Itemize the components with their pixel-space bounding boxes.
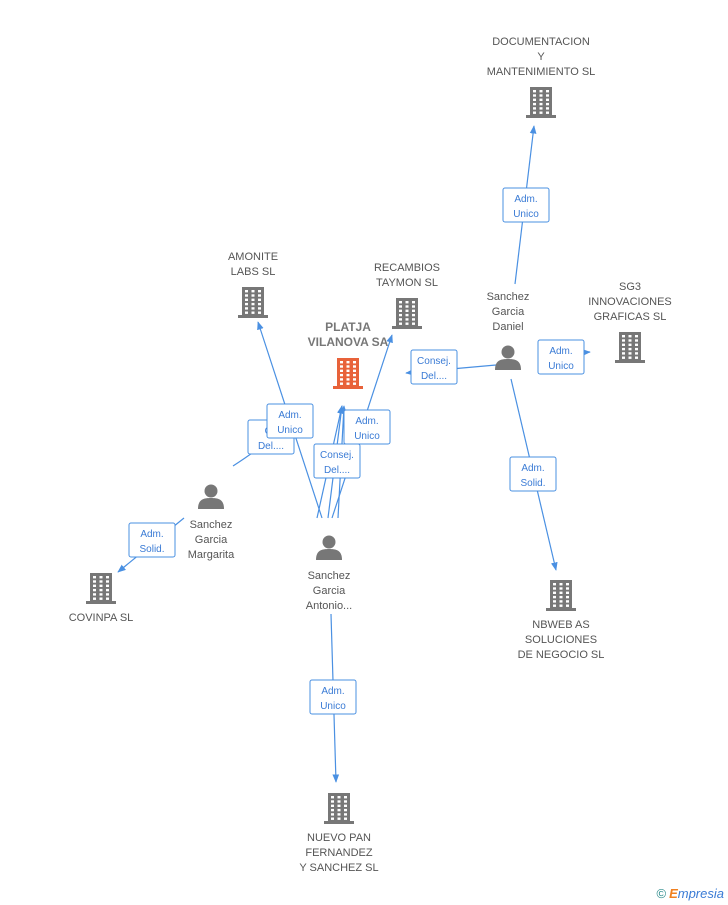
- relation-label-r1: Adm. Unico: [502, 187, 550, 223]
- person-label-antonio: Sanchez: [308, 570, 351, 582]
- company-label-platja: VILANOVA SA: [308, 335, 389, 349]
- company-label-amonite: LABS SL: [231, 266, 276, 278]
- copyright-icon: ©: [656, 886, 667, 901]
- relation-label-r7: Adm. Unico: [343, 409, 391, 445]
- company-label-platja: PLATJA: [325, 320, 371, 334]
- person-icon: [495, 345, 521, 370]
- company-label-documentacion: Y: [537, 51, 545, 63]
- company-label-nbweb: DE NEGOCIO SL: [518, 649, 605, 661]
- building-icon: [392, 298, 422, 329]
- company-label-sg3: INNOVACIONES: [588, 296, 672, 308]
- relation-text: Del....: [324, 465, 350, 476]
- relation-text: Unico: [548, 361, 574, 372]
- relation-text: Del....: [421, 371, 447, 382]
- company-label-amonite: AMONITE: [228, 251, 278, 263]
- relation-text: Adm.: [355, 416, 378, 427]
- building-icon: [615, 332, 645, 363]
- building-icon: [333, 358, 363, 389]
- person-label-margarita: Margarita: [188, 549, 235, 561]
- brand-name: mpresia: [677, 886, 724, 901]
- company-label-nuevopan: NUEVO PAN: [307, 832, 371, 844]
- building-icon: [526, 87, 556, 118]
- company-label-documentacion: DOCUMENTACION: [492, 36, 590, 48]
- company-label-recambios: RECAMBIOS: [374, 262, 440, 274]
- relation-label-r10: Adm. Unico: [309, 679, 357, 715]
- building-icon: [324, 793, 354, 824]
- person-label-daniel: Daniel: [492, 321, 523, 333]
- building-icon: [238, 287, 268, 318]
- company-label-documentacion: MANTENIMIENTO SL: [487, 66, 596, 78]
- company-label-covinpa: COVINPA SL: [69, 612, 134, 624]
- relation-text: Solid.: [520, 478, 545, 489]
- building-icon: [86, 573, 116, 604]
- relation-text: Unico: [277, 425, 303, 436]
- person-label-margarita: Sanchez: [190, 519, 233, 531]
- relation-labels: Adm.UnicoAdm.UnicoConsej.Del....Adm.Soli…: [128, 187, 585, 715]
- company-label-sg3: GRAFICAS SL: [594, 311, 667, 323]
- relation-text: Solid.: [139, 544, 164, 555]
- person-label-margarita: Garcia: [195, 534, 228, 546]
- person-label-daniel: Sanchez: [487, 291, 530, 303]
- relation-text: Unico: [354, 431, 380, 442]
- relation-label-r4: Adm. Solid.: [509, 456, 557, 492]
- relation-text: Del....: [258, 441, 284, 452]
- person-label-daniel: Garcia: [492, 306, 525, 318]
- relation-label-r6: Adm. Unico: [266, 403, 314, 439]
- company-label-nuevopan: Y SANCHEZ SL: [299, 862, 378, 874]
- person-icon: [316, 535, 342, 560]
- company-label-nbweb: NBWEB AS: [532, 619, 589, 631]
- relation-text: Adm.: [521, 463, 544, 474]
- building-icon: [546, 580, 576, 611]
- company-label-recambios: TAYMON SL: [376, 277, 438, 289]
- relation-text: Adm.: [549, 346, 572, 357]
- company-label-sg3: SG3: [619, 281, 641, 293]
- company-label-nbweb: SOLUCIONES: [525, 634, 597, 646]
- brand-initial: E: [669, 886, 678, 901]
- relation-text: Consej.: [417, 356, 451, 367]
- footer-brand: ©Empresia: [656, 886, 724, 901]
- person-label-antonio: Garcia: [313, 585, 346, 597]
- relation-text: Adm.: [140, 529, 163, 540]
- relation-label-r3: Consej. Del....: [410, 349, 458, 385]
- relation-text: Unico: [513, 209, 539, 220]
- relation-text: Unico: [320, 701, 346, 712]
- relation-text: Consej.: [320, 450, 354, 461]
- relation-text: Adm.: [321, 686, 344, 697]
- company-label-nuevopan: FERNANDEZ: [305, 847, 373, 859]
- relation-label-r8: Consej. Del....: [313, 443, 361, 479]
- person-icon: [198, 484, 224, 509]
- relation-text: Adm.: [278, 410, 301, 421]
- relation-text: Adm.: [514, 194, 537, 205]
- person-label-antonio: Antonio...: [306, 600, 352, 612]
- relation-label-r2: Adm. Unico: [537, 339, 585, 375]
- relation-label-r9: Adm. Solid.: [128, 522, 176, 558]
